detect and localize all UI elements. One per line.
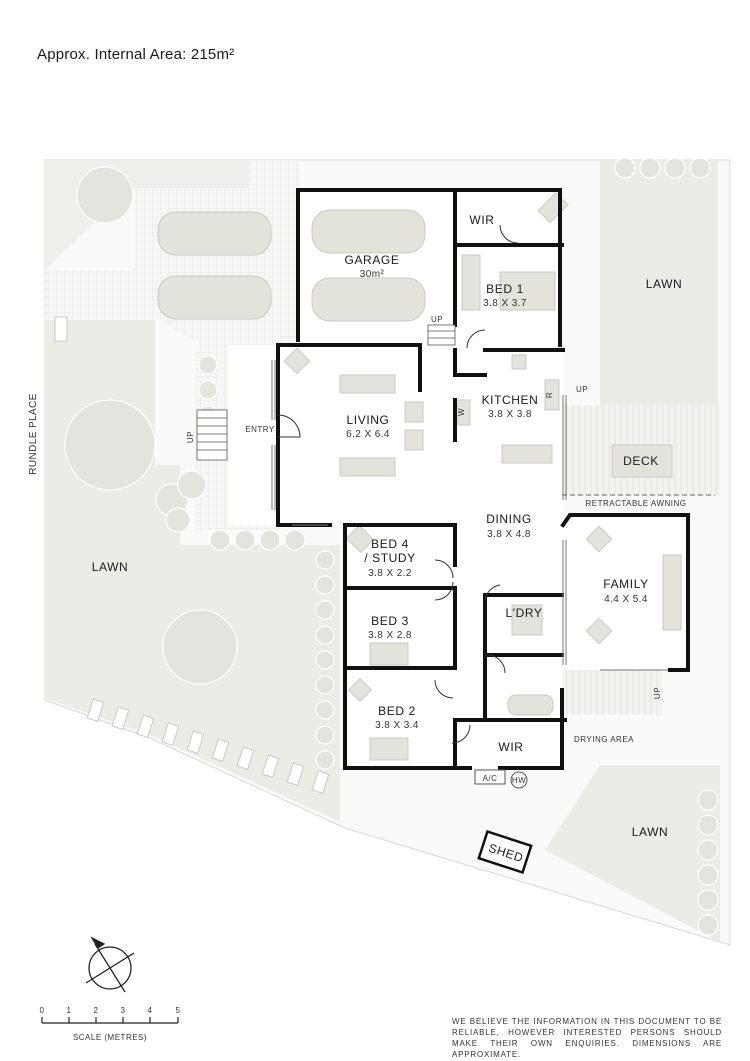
entry-up-label: UP [186, 431, 195, 443]
awning-label: RETRACTABLE AWNING [585, 499, 686, 508]
fridge-label: R [545, 392, 554, 398]
deck-label: DECK [623, 454, 659, 468]
scale-tick-4: 4 [148, 1006, 153, 1015]
kitchen-label: KITCHEN [482, 393, 539, 407]
bed4-study-label: / STUDY [364, 551, 416, 565]
scale-tick-0: 0 [40, 1006, 45, 1015]
street-label: RUNDLE PLACE [28, 393, 39, 475]
garage-label: GARAGE [345, 253, 400, 267]
bed4-label: BED 4 [371, 537, 409, 551]
bed2-dims: 3.8 X 3.4 [375, 720, 419, 731]
lawn-bottom-right [545, 765, 720, 942]
bed2-label: BED 2 [378, 704, 416, 718]
trees [64, 157, 719, 936]
living-label: LIVING [347, 413, 390, 427]
drying-area-label: DRYING AREA [574, 735, 634, 744]
entry-stairs [196, 409, 228, 461]
entry-label: ENTRY [245, 425, 275, 434]
shed [477, 830, 533, 874]
garage-dims: 30m² [360, 269, 385, 280]
living-dims: 6.2 X 6.4 [346, 429, 390, 440]
doors [277, 224, 519, 744]
lawn-left-label: LAWN [92, 560, 129, 574]
bed4-dims: 3.8 X 2.2 [368, 568, 412, 579]
stepping-pavers [54, 316, 330, 794]
lawn-top-right-label: LAWN [646, 277, 683, 291]
bed3-dims: 3.8 X 2.8 [368, 630, 412, 641]
internal-area-heading: Approx. Internal Area: 215m² [37, 46, 235, 63]
garage-step [427, 324, 456, 346]
kitchen-dims: 3.8 X 3.8 [488, 409, 532, 420]
kitchen-up-label: UP [576, 385, 588, 394]
bed1-dims: 3.8 X 3.7 [483, 298, 527, 309]
wash-label: W [457, 408, 466, 416]
family-label: FAMILY [603, 577, 648, 591]
family-up-label: UP [653, 687, 662, 699]
driveway-cars [157, 211, 272, 320]
compass-icon [85, 936, 135, 993]
lawn-top-right [600, 160, 718, 405]
lawn-bottom-right-label: LAWN [632, 825, 669, 839]
wir-top-label: WIR [469, 213, 494, 227]
bed1-label: BED 1 [486, 282, 524, 296]
ac-label: A/C [483, 774, 498, 783]
garage-up-label: UP [431, 315, 443, 324]
dining-dims: 3.8 X 4.8 [487, 529, 531, 540]
windows [271, 360, 668, 671]
wir-bottom-label: WIR [498, 740, 523, 754]
garage-cars [311, 209, 426, 322]
ac-unit [474, 769, 506, 785]
furniture [283, 192, 682, 761]
scale-tick-1: 1 [67, 1006, 72, 1015]
laundry-label: L'DRY [505, 606, 542, 620]
hw-unit [510, 771, 528, 789]
hw-label: HW [512, 776, 526, 785]
scale-tick-3: 3 [121, 1006, 126, 1015]
scale-bar [41, 1017, 179, 1024]
drying-boards [562, 670, 662, 715]
walls [276, 188, 690, 770]
scale-tick-2: 2 [94, 1006, 99, 1015]
family-dims: 4.4 X 5.4 [604, 594, 648, 605]
bed3-label: BED 3 [371, 614, 409, 628]
dining-label: DINING [486, 512, 532, 526]
scale-tick-5: 5 [176, 1006, 181, 1015]
disclaimer-text: WE BELIEVE THE INFORMATION IN THIS DOCUM… [452, 1017, 722, 1059]
scale-label: SCALE (METRES) [73, 1033, 147, 1042]
